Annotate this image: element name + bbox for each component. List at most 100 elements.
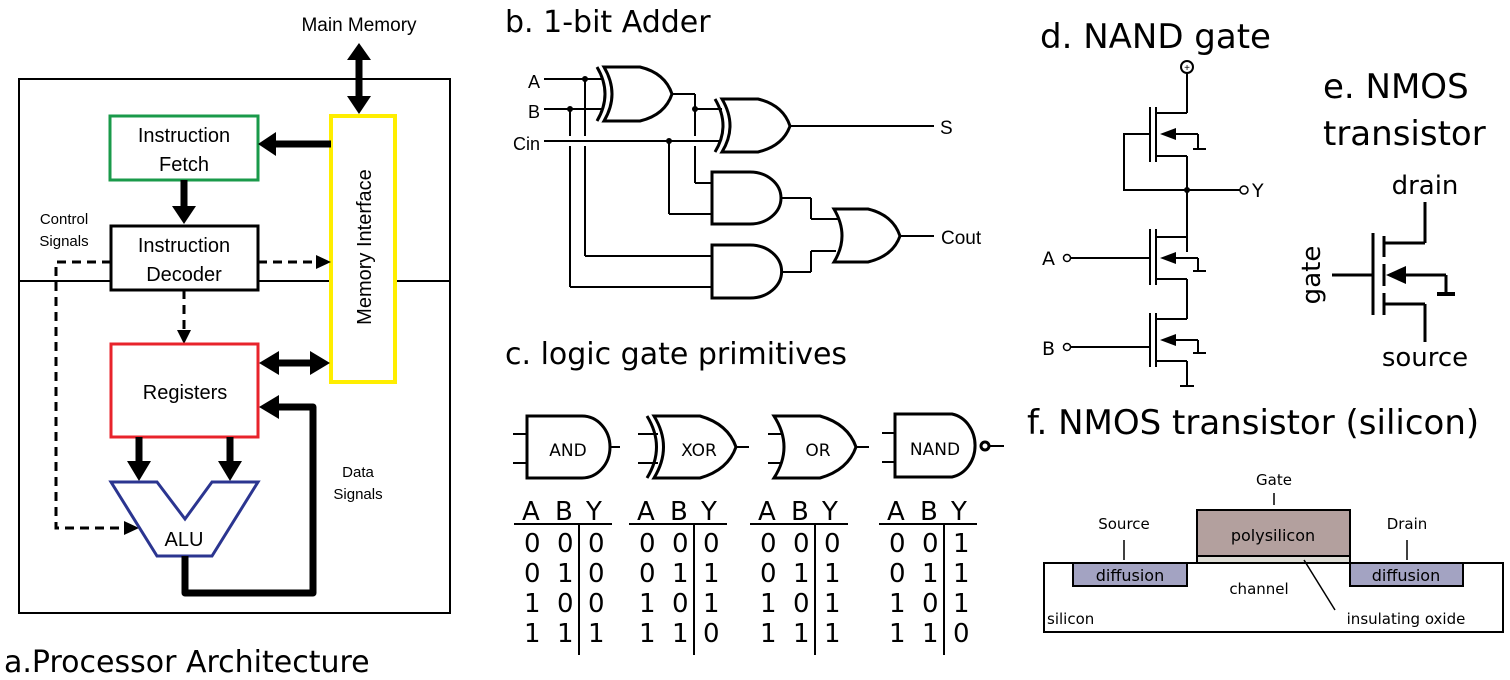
truth-table-header: Y bbox=[950, 497, 967, 527]
truth-table-header: Y bbox=[585, 497, 602, 527]
truth-table-header: A bbox=[637, 497, 655, 527]
memory-interface-label: Memory Interface bbox=[354, 169, 376, 325]
adder-junction-dots bbox=[567, 76, 698, 144]
adder-and-gate-1 bbox=[710, 170, 783, 226]
truth-table-cell: 1 bbox=[922, 559, 939, 589]
instruction-decoder-box bbox=[109, 224, 260, 292]
nand-input-a: A bbox=[1042, 248, 1055, 270]
truth-table-cell: 1 bbox=[824, 589, 841, 619]
adder-xor-gate-2 bbox=[713, 97, 792, 154]
panel-a-title: a.Processor Architecture bbox=[4, 645, 370, 680]
and-gate-symbol bbox=[513, 414, 620, 480]
truth-table-cell: 1 bbox=[760, 619, 777, 649]
panel-e-title-line2: transistor bbox=[1323, 114, 1486, 154]
truth-table-cell: 1 bbox=[639, 589, 656, 619]
gate-label: gate bbox=[1297, 246, 1327, 305]
channel-label: channel bbox=[1229, 580, 1288, 598]
alu-shape bbox=[108, 480, 261, 558]
truth-table-cell: 0 bbox=[703, 529, 720, 559]
source-label: source bbox=[1382, 343, 1468, 373]
data-signals-label-line2: Signals bbox=[333, 486, 382, 503]
truth-table-cell: 1 bbox=[639, 619, 656, 649]
silicon-source-label: Source bbox=[1098, 515, 1150, 533]
alu-feedback-arrow bbox=[181, 395, 317, 597]
truth-table-header: B bbox=[791, 497, 809, 527]
panel-f-title: f. NMOS transistor (silicon) bbox=[1027, 403, 1479, 443]
panel-d-title: d. NAND gate bbox=[1040, 17, 1271, 57]
panel-f-nmos-silicon: f. NMOS transistor (silicon) Gate Source… bbox=[1027, 403, 1504, 633]
silicon-drain-label: Drain bbox=[1387, 515, 1428, 533]
instruction-decoder-label-line2: Decoder bbox=[146, 264, 222, 286]
registers-box bbox=[109, 342, 260, 439]
control-signal-lines bbox=[54, 255, 331, 535]
panel-a-processor-architecture: Main Memory Instruction Fetch Memory Int… bbox=[4, 15, 451, 680]
truth-table-cell: 0 bbox=[953, 619, 970, 649]
truth-table-cell: 0 bbox=[557, 529, 574, 559]
truth-table-cell: 1 bbox=[703, 589, 720, 619]
instruction-fetch-label-line1: Instruction bbox=[138, 125, 230, 147]
adder-or-gate bbox=[831, 207, 902, 264]
truth-table-cell: 1 bbox=[588, 619, 605, 649]
truth-table-cell: 1 bbox=[889, 619, 906, 649]
truth-table-cell: 0 bbox=[703, 619, 720, 649]
or-gate-label: OR bbox=[805, 441, 830, 461]
truth-table-cell: 1 bbox=[672, 559, 689, 589]
truth-table-cell: 0 bbox=[889, 529, 906, 559]
truth-table-cell: 1 bbox=[953, 529, 970, 559]
truth-table-cell: 0 bbox=[524, 529, 541, 559]
truth-table-header: Y bbox=[700, 497, 717, 527]
truth-table-cell: 1 bbox=[760, 589, 777, 619]
and-gate-label: AND bbox=[549, 441, 586, 461]
xor-gate-symbol bbox=[638, 414, 749, 480]
polysilicon-label: polysilicon bbox=[1231, 526, 1315, 545]
control-signals-label-line1: Control bbox=[40, 211, 88, 228]
diffusion-right-label: diffusion bbox=[1372, 566, 1440, 585]
truth-table-cell: 0 bbox=[588, 589, 605, 619]
registers-label: Registers bbox=[143, 382, 227, 404]
truth-table-header: B bbox=[670, 497, 688, 527]
truth-table-cell: 1 bbox=[824, 559, 841, 589]
vdd-supply-symbol: + bbox=[1184, 63, 1190, 74]
panel-b-title: b. 1-bit Adder bbox=[505, 5, 711, 40]
drain-label: drain bbox=[1392, 171, 1459, 201]
truth-table-cell: 0 bbox=[889, 559, 906, 589]
truth-table-header: A bbox=[887, 497, 905, 527]
registers-memory-arrow bbox=[259, 351, 330, 375]
truth-table-cell: 0 bbox=[824, 529, 841, 559]
truth-table-cell: 0 bbox=[760, 559, 777, 589]
diffusion-left-region bbox=[1072, 562, 1188, 587]
truth-table-cell: 1 bbox=[703, 559, 720, 589]
adder-output-s: S bbox=[940, 118, 953, 139]
diffusion-left-label: diffusion bbox=[1096, 566, 1164, 585]
truth-table-cell: 0 bbox=[760, 529, 777, 559]
truth-table-cell: 1 bbox=[793, 559, 810, 589]
silicon-gate-label: Gate bbox=[1256, 471, 1292, 489]
instruction-fetch-label-line2: Fetch bbox=[159, 154, 209, 176]
truth-table-cell: 1 bbox=[953, 589, 970, 619]
adder-and-gate-2 bbox=[710, 243, 784, 300]
truth-table-header: B bbox=[920, 497, 938, 527]
polysilicon-gate bbox=[1196, 509, 1351, 557]
truth-table-cell: 0 bbox=[793, 529, 810, 559]
nand-transistor-wiring bbox=[1062, 73, 1249, 387]
truth-table-header: A bbox=[522, 497, 540, 527]
truth-table-cell: 0 bbox=[922, 529, 939, 559]
control-signals-label-line2: Signals bbox=[39, 233, 88, 250]
processor-boundary-box bbox=[18, 78, 451, 614]
truth-table-cell: 0 bbox=[588, 529, 605, 559]
nand-gate-symbol bbox=[882, 412, 1004, 479]
panel-c-title: c. logic gate primitives bbox=[505, 337, 847, 372]
truth-table-cell: 1 bbox=[953, 559, 970, 589]
adder-xor-gate-1 bbox=[595, 65, 674, 123]
diffusion-right-region bbox=[1349, 562, 1464, 587]
nand-gate-label: NAND bbox=[910, 440, 960, 460]
panel-e-nmos-transistor: e. NMOS transistor drain source gate bbox=[1297, 67, 1486, 373]
memory-interface-box bbox=[329, 114, 397, 384]
main-memory-label: Main Memory bbox=[301, 15, 417, 36]
xor-gate-label: XOR bbox=[681, 441, 717, 461]
truth-table-header: A bbox=[758, 497, 776, 527]
